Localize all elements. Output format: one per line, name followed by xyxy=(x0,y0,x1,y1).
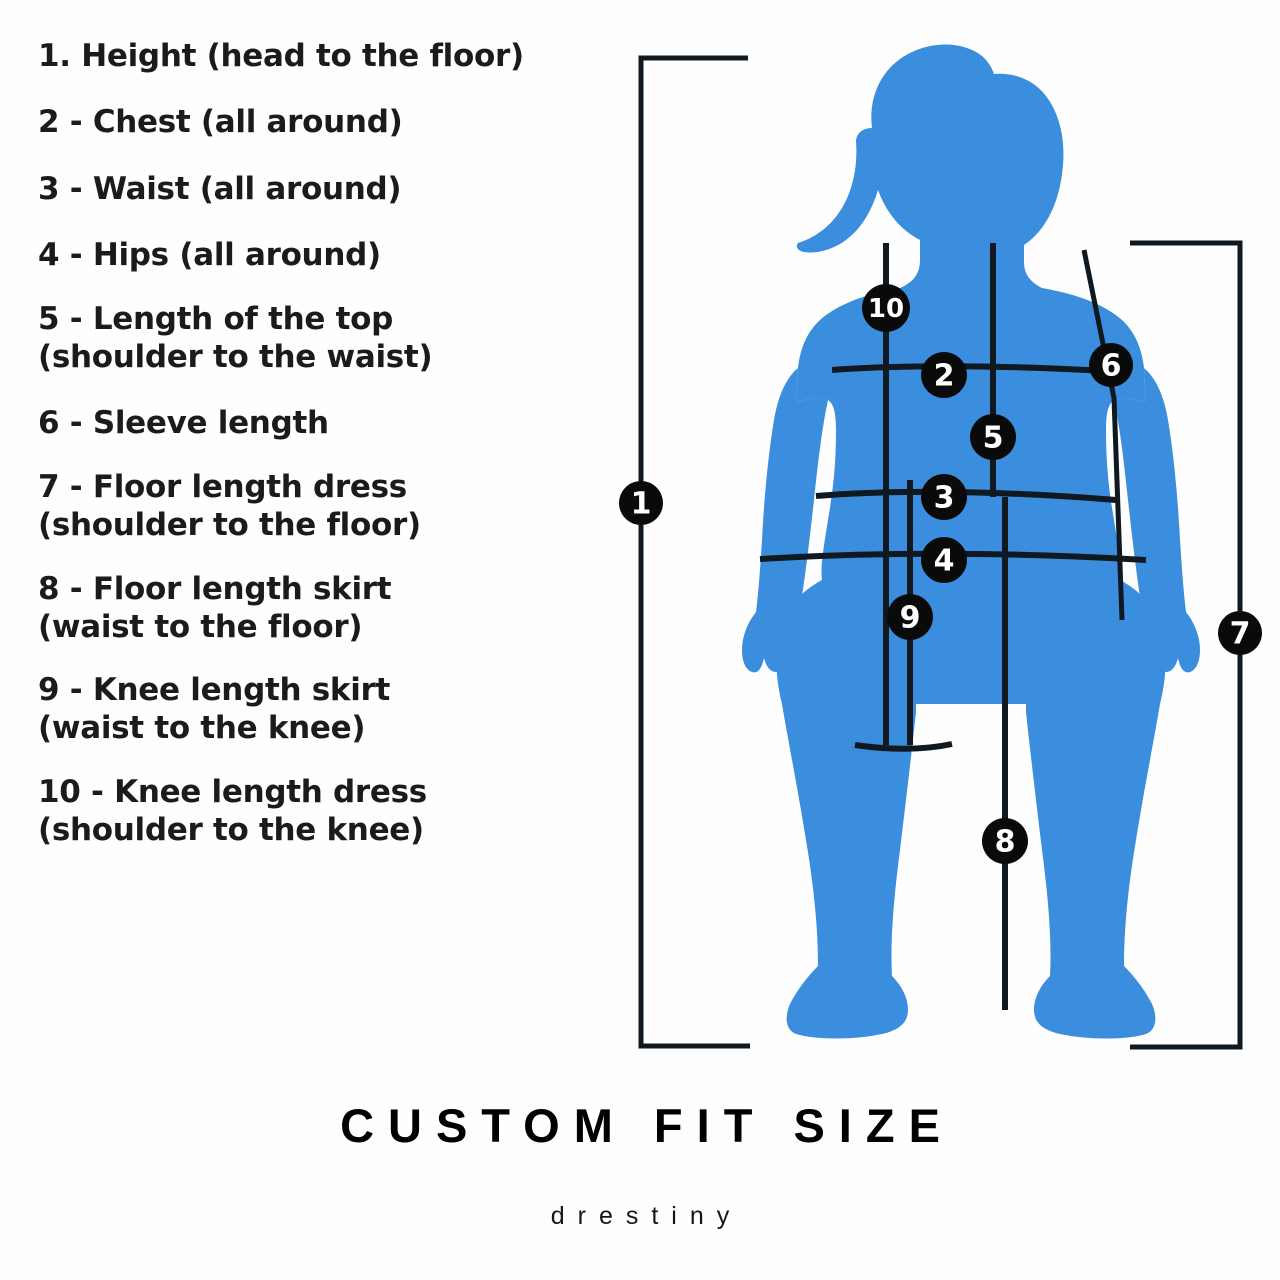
badge-knee-dress-label: 10 xyxy=(868,294,904,324)
brand-name: drestiny xyxy=(550,1202,743,1230)
body-silhouette xyxy=(742,44,1200,1039)
legend-item-sleeve-length: 6 - Sleeve length xyxy=(38,404,329,441)
badge-knee-skirt[interactable]: 9 xyxy=(887,594,933,640)
legend-item-knee-length-skirt: 9 - Knee length skirt (waist to the knee… xyxy=(38,672,391,747)
height-bracket-line xyxy=(638,55,750,1049)
badge-length-of-top-label: 5 xyxy=(983,421,1004,456)
badge-knee-dress[interactable]: 10 xyxy=(862,284,910,332)
badge-hips-label: 4 xyxy=(934,544,955,579)
badge-hips[interactable]: 4 xyxy=(921,537,967,583)
body-diagram: 1 2 3 4 5 xyxy=(600,0,1280,1080)
legend-item-height: 1. Height (head to the floor) xyxy=(38,38,524,74)
badge-knee-skirt-label: 9 xyxy=(900,601,921,636)
badge-floor-skirt[interactable]: 8 xyxy=(982,818,1028,864)
badge-chest[interactable]: 2 xyxy=(921,352,967,398)
badge-sleeve[interactable]: 6 xyxy=(1089,343,1133,387)
badge-height-label: 1 xyxy=(631,487,652,522)
legend-item-knee-length-dress: 10 - Knee length dress (shoulder to the … xyxy=(38,773,427,848)
measurement-legend: 1. Height (head to the floor) 2 - Chest … xyxy=(38,36,598,876)
legend-item-chest: 2 - Chest (all around) xyxy=(38,104,403,141)
legend-item-hips: 4 - Hips (all around) xyxy=(38,236,381,273)
legend-item-waist: 3 - Waist (all around) xyxy=(38,170,402,207)
legend-item-length-of-top: 5 - Length of the top (shoulder to the w… xyxy=(38,301,433,375)
legend-item-floor-length-skirt: 8 - Floor length skirt (waist to the flo… xyxy=(38,570,392,645)
knee-tick-line xyxy=(854,741,953,752)
measurement-badges: 1 2 3 4 5 xyxy=(619,284,1262,864)
legend-item-floor-length-dress: 7 - Floor length dress (shoulder to the … xyxy=(38,469,421,543)
badge-chest-label: 2 xyxy=(934,359,955,394)
badge-waist[interactable]: 3 xyxy=(921,474,967,520)
sleeve-length-line xyxy=(1081,249,1125,621)
badge-waist-label: 3 xyxy=(934,481,955,516)
page-title: CUSTOM FIT SIZE xyxy=(340,1099,954,1152)
badge-sleeve-label: 6 xyxy=(1101,349,1122,384)
badge-floor-dress[interactable]: 7 xyxy=(1218,611,1262,655)
badge-length-of-top[interactable]: 5 xyxy=(970,414,1016,460)
badge-floor-dress-label: 7 xyxy=(1230,617,1251,652)
badge-height[interactable]: 1 xyxy=(619,481,663,525)
badge-floor-skirt-label: 8 xyxy=(995,825,1016,860)
body-diagram-svg: 1 2 3 4 5 xyxy=(619,44,1262,1050)
